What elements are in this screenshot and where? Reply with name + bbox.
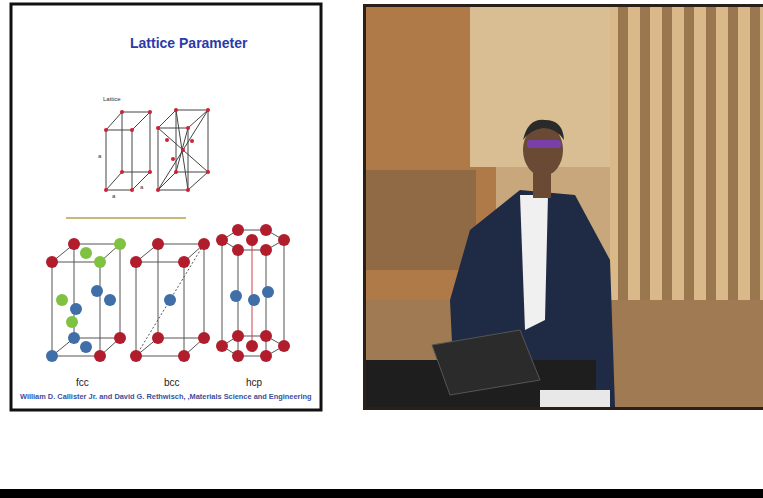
slide-title: Lattice Parameter xyxy=(130,36,248,51)
axis-label: a xyxy=(98,153,101,160)
axis-label: a xyxy=(140,184,143,191)
lattice-caption: Lattice xyxy=(103,96,121,103)
structure-label: fcc xyxy=(76,377,89,388)
structure-label: bcc xyxy=(164,377,180,388)
structure-label: hcp xyxy=(246,377,262,388)
axis-label: a xyxy=(112,193,115,200)
citation-text: William D. Callister Jr. and David G. Re… xyxy=(20,393,312,401)
